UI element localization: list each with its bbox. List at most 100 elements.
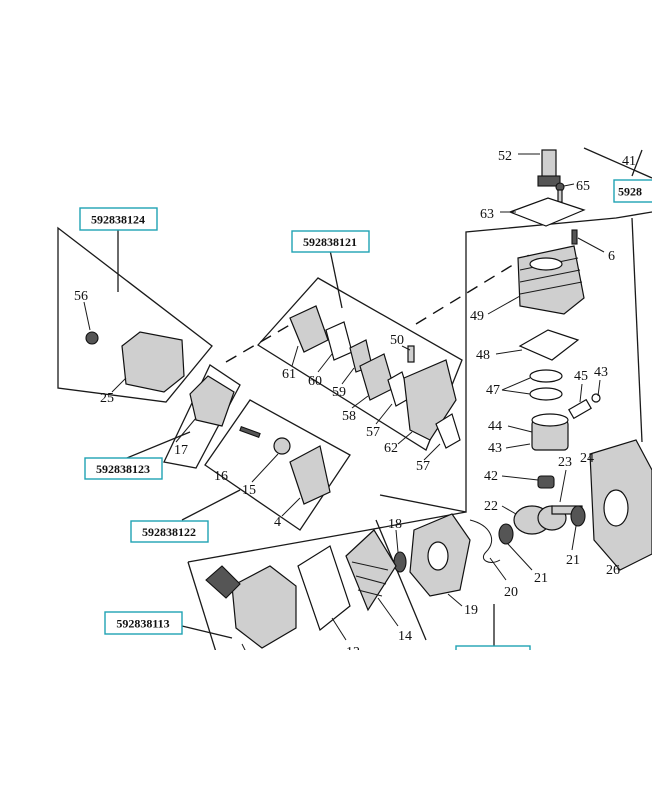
part-number-21b: 21: [566, 553, 580, 568]
leader-57b: [423, 443, 441, 461]
svg-text:592838122: 592838122: [142, 525, 196, 539]
recoil-starter-group-outline: [187, 511, 467, 563]
leader-22: [501, 505, 517, 515]
leader-47a: [501, 377, 531, 391]
part-number-42: 42: [484, 469, 498, 484]
leader-45: [579, 383, 583, 403]
part-number-56: 56: [74, 289, 88, 304]
gasket-63-part: [508, 197, 586, 227]
leader-15: [251, 453, 279, 483]
leader-60: [317, 353, 333, 373]
part-number-14: 14: [398, 629, 412, 644]
gasket-12-part: [297, 545, 351, 632]
leader-43b: [505, 443, 531, 449]
kit-label-592838122: 592838122: [130, 520, 209, 543]
part-number-20: 20: [504, 585, 518, 600]
leader-18: [395, 529, 399, 553]
part-number-50: 50: [390, 333, 404, 348]
kit-label-592838121: 592838121: [291, 230, 370, 253]
fuel-tank-group-outline: [204, 399, 351, 531]
leader-61: [291, 345, 299, 367]
filter-cover-25-part: [121, 331, 185, 393]
cap-15-part: [273, 437, 291, 455]
part-number-59: 59: [332, 385, 346, 400]
part-number-41: 41: [622, 154, 636, 169]
leader-57a: [375, 403, 393, 425]
leader-62: [397, 431, 413, 445]
recoil-group-left-edge: [187, 561, 217, 653]
leader-43a: [597, 379, 601, 397]
recoil-group-divider: [375, 519, 427, 641]
part-number-43a: 43: [594, 365, 608, 380]
part-number-17: 17: [174, 443, 188, 458]
leader-47b: [501, 389, 531, 395]
carburetor-group-outline: [257, 277, 463, 451]
lower-blank-area: [0, 650, 652, 800]
part-number-58: 58: [342, 409, 356, 424]
leader-59: [341, 367, 355, 385]
leader-6a: [577, 237, 605, 253]
part-number-4: 4: [274, 515, 281, 530]
cylinder-group-outline: [379, 211, 652, 513]
leader-49: [487, 295, 521, 315]
air-filter-group-outline: [57, 226, 213, 403]
part-number-63: 63: [480, 207, 494, 222]
part-number-49: 49: [470, 309, 484, 324]
part-number-18: 18: [388, 517, 402, 532]
clip-43-part: [591, 393, 601, 403]
screw-16-part: [239, 425, 261, 439]
right-group-edge-3: [583, 147, 652, 179]
piston-pin-45-part: [568, 398, 592, 420]
crankcase-19-part: [409, 513, 471, 597]
part-number-26: 26: [606, 563, 620, 578]
piston-ring-upper-part: [529, 369, 563, 383]
part-number-24: 24: [580, 451, 594, 466]
leader-14: [377, 597, 399, 627]
part-number-62: 62: [384, 441, 398, 456]
part-number-16: 16: [214, 469, 228, 484]
leader-48: [495, 349, 523, 355]
leader-23: [559, 469, 567, 503]
leader-56: [83, 301, 91, 331]
svg-text:592838124: 592838124: [91, 213, 145, 227]
leader-50: [401, 345, 411, 351]
piston-ring-lower-part: [529, 387, 563, 401]
nut-56-part: [85, 331, 99, 345]
part-number-57b: 57: [416, 459, 430, 474]
recoil-starter-part: [205, 565, 297, 649]
needle-bearing-42-part: [537, 475, 555, 489]
kit-label-top-right: 5928: [613, 179, 652, 203]
part-number-15: 15: [242, 483, 256, 498]
part-number-19: 19: [464, 603, 478, 618]
part-number-22: 22: [484, 499, 498, 514]
part-number-45: 45: [574, 369, 588, 384]
part-number-47: 47: [486, 383, 500, 398]
part-number-48: 48: [476, 348, 490, 363]
part-number-65: 65: [576, 179, 590, 194]
kit-label-592838124: 592838124: [79, 207, 158, 231]
part-number-43b: 43: [488, 441, 502, 456]
oil-seal-18-part: [393, 551, 407, 573]
right-group-edge-2: [631, 149, 643, 177]
leader-kit-122: [181, 489, 241, 521]
part-number-6a: 6: [608, 249, 615, 264]
part-number-61: 61: [282, 367, 296, 382]
part-number-60: 60: [308, 374, 322, 389]
gasket-48-part: [518, 329, 580, 361]
cylinder-49-part: [517, 245, 585, 315]
svg-text:592838121: 592838121: [303, 235, 357, 249]
crankshaft-22-part: [513, 505, 583, 535]
svg-text:5928: 5928: [618, 185, 642, 199]
leader-17: [175, 417, 197, 443]
leader-12: [331, 617, 347, 641]
bearing-21-right-part: [570, 505, 586, 527]
right-group-edge: [631, 217, 643, 443]
gasket-57b-part: [435, 413, 461, 449]
bearing-21-left-part: [498, 523, 514, 545]
kit-label-592838113: 592838113: [104, 611, 183, 635]
stud-50-part: [407, 345, 415, 363]
part-number-21a: 21: [534, 571, 548, 586]
screw-65-part: [555, 182, 565, 203]
wire-20-part: [469, 519, 501, 563]
